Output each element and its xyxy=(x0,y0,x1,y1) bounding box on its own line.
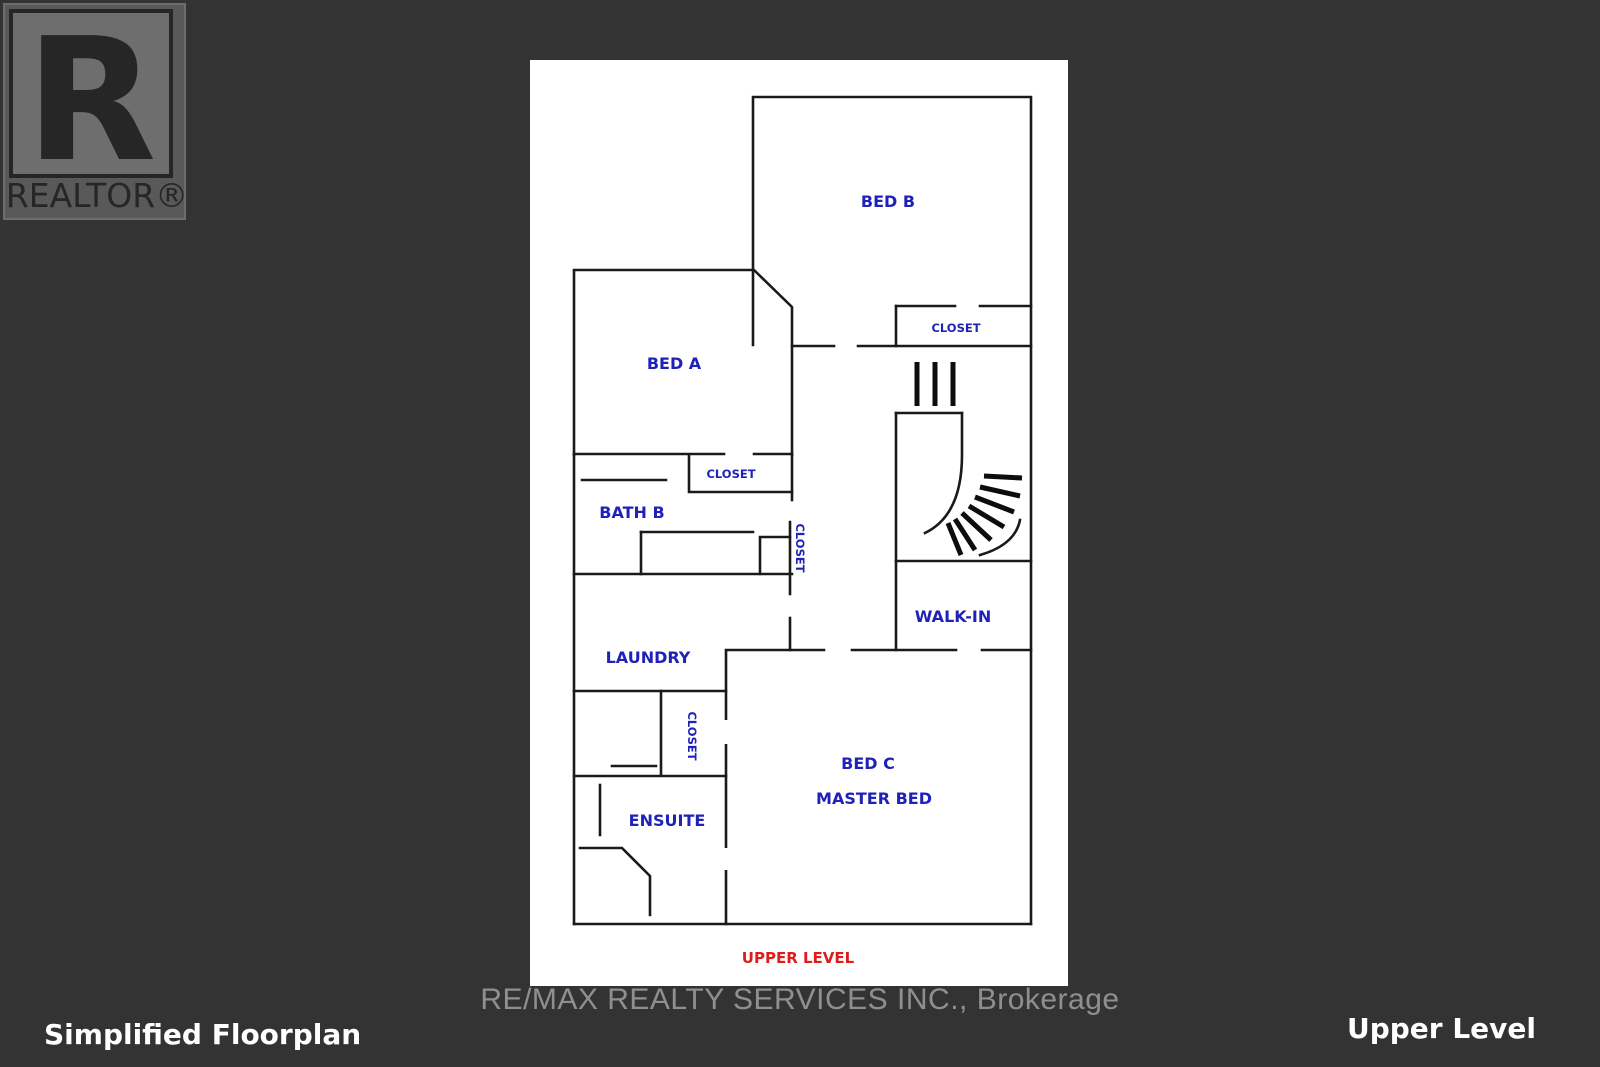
room-label-closet-bed-a: CLOSET xyxy=(706,467,755,481)
room-label-master-bed: MASTER BED xyxy=(816,789,932,808)
room-label-walk-in: WALK-IN xyxy=(915,607,992,626)
stair-rail-inner xyxy=(923,411,964,535)
room-label-bed-c: BED C xyxy=(841,754,895,773)
floorplan-paper xyxy=(530,60,1068,986)
room-label-laundry: LAUNDRY xyxy=(606,648,691,667)
realtor-wordmark: REALTOR® xyxy=(6,176,188,215)
level-label: UPPER LEVEL xyxy=(742,949,855,967)
wall-bed-a xyxy=(572,268,794,457)
room-labels: BED B CLOSET BED A CLOSET BATH B CLOSET … xyxy=(599,192,991,967)
stair-tread xyxy=(952,517,978,552)
stair-rail-outer xyxy=(978,518,1022,557)
room-label-closet-ensuite: CLOSET xyxy=(685,711,699,760)
room-label-bath-b: BATH B xyxy=(599,503,664,522)
caption-upper-level: Upper Level xyxy=(1346,1012,1536,1045)
realtor-mark-letter: R xyxy=(26,5,157,200)
room-label-bed-b: BED B xyxy=(861,192,915,211)
room-label-ensuite: ENSUITE xyxy=(629,811,706,830)
caption-simplified-floorplan: Simplified Floorplan xyxy=(44,1018,362,1051)
stair-tread xyxy=(967,503,1006,530)
room-label-closet-top: CLOSET xyxy=(931,321,980,335)
walls xyxy=(572,95,1033,926)
stair-tread xyxy=(945,522,964,556)
wall-closet-hall-inner xyxy=(758,535,792,576)
staircase xyxy=(914,362,1023,557)
wall-ensuite-tub xyxy=(578,846,652,917)
stair-tread xyxy=(983,473,1023,481)
stair-tread xyxy=(960,511,993,542)
brokerage-watermark: RE/MAX REALTY SERVICES INC., Brokerage xyxy=(480,983,1120,1016)
stair-tread xyxy=(979,484,1021,499)
wall-bed-b-outer xyxy=(751,95,1033,926)
room-label-bed-a: BED A xyxy=(647,354,702,373)
wall-laundry-bed-c xyxy=(724,648,826,926)
stair-tread xyxy=(974,494,1015,515)
wall-closet-bed-a xyxy=(687,453,794,494)
realtor-logo: R REALTOR® xyxy=(3,3,188,220)
room-label-closet-hall: CLOSET xyxy=(793,523,807,572)
realtor-r-mark-icon: R REALTOR® xyxy=(6,5,188,215)
